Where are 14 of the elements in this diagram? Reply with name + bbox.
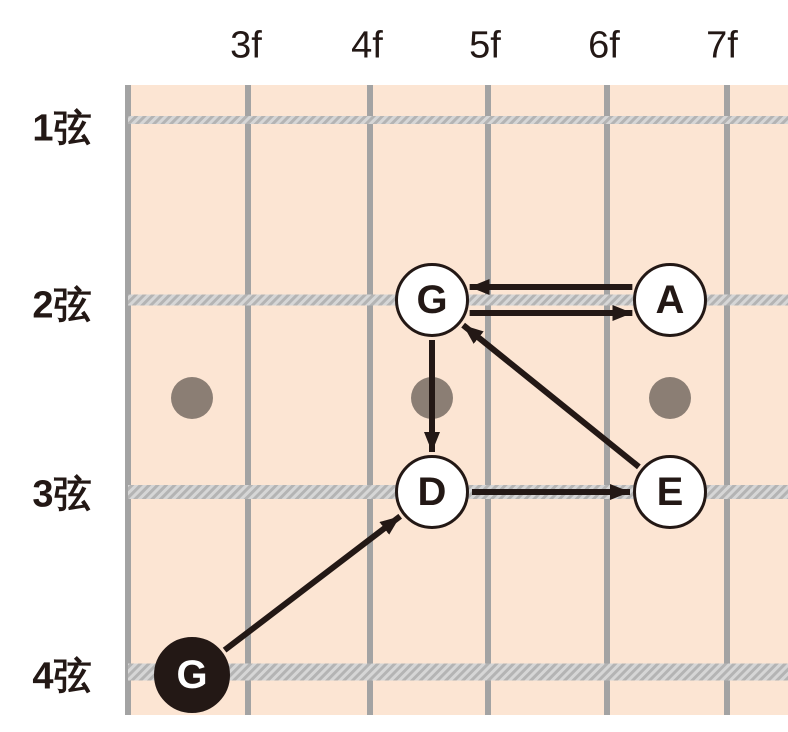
string-label: 4弦	[32, 654, 92, 700]
arrow	[222, 514, 402, 653]
arrow	[470, 305, 632, 321]
fret-number: 5f	[469, 24, 501, 68]
string-label: 2弦	[32, 284, 92, 328]
arrow	[470, 279, 632, 295]
string-label: 1弦	[32, 106, 92, 152]
fret-number: 7f	[706, 24, 738, 68]
fret-number: 6f	[588, 24, 620, 68]
string-label: 3弦	[32, 472, 92, 518]
fret-number: 3f	[230, 24, 262, 68]
arrow	[461, 322, 641, 470]
arrow	[424, 340, 440, 452]
fret-number: 4f	[351, 24, 383, 68]
